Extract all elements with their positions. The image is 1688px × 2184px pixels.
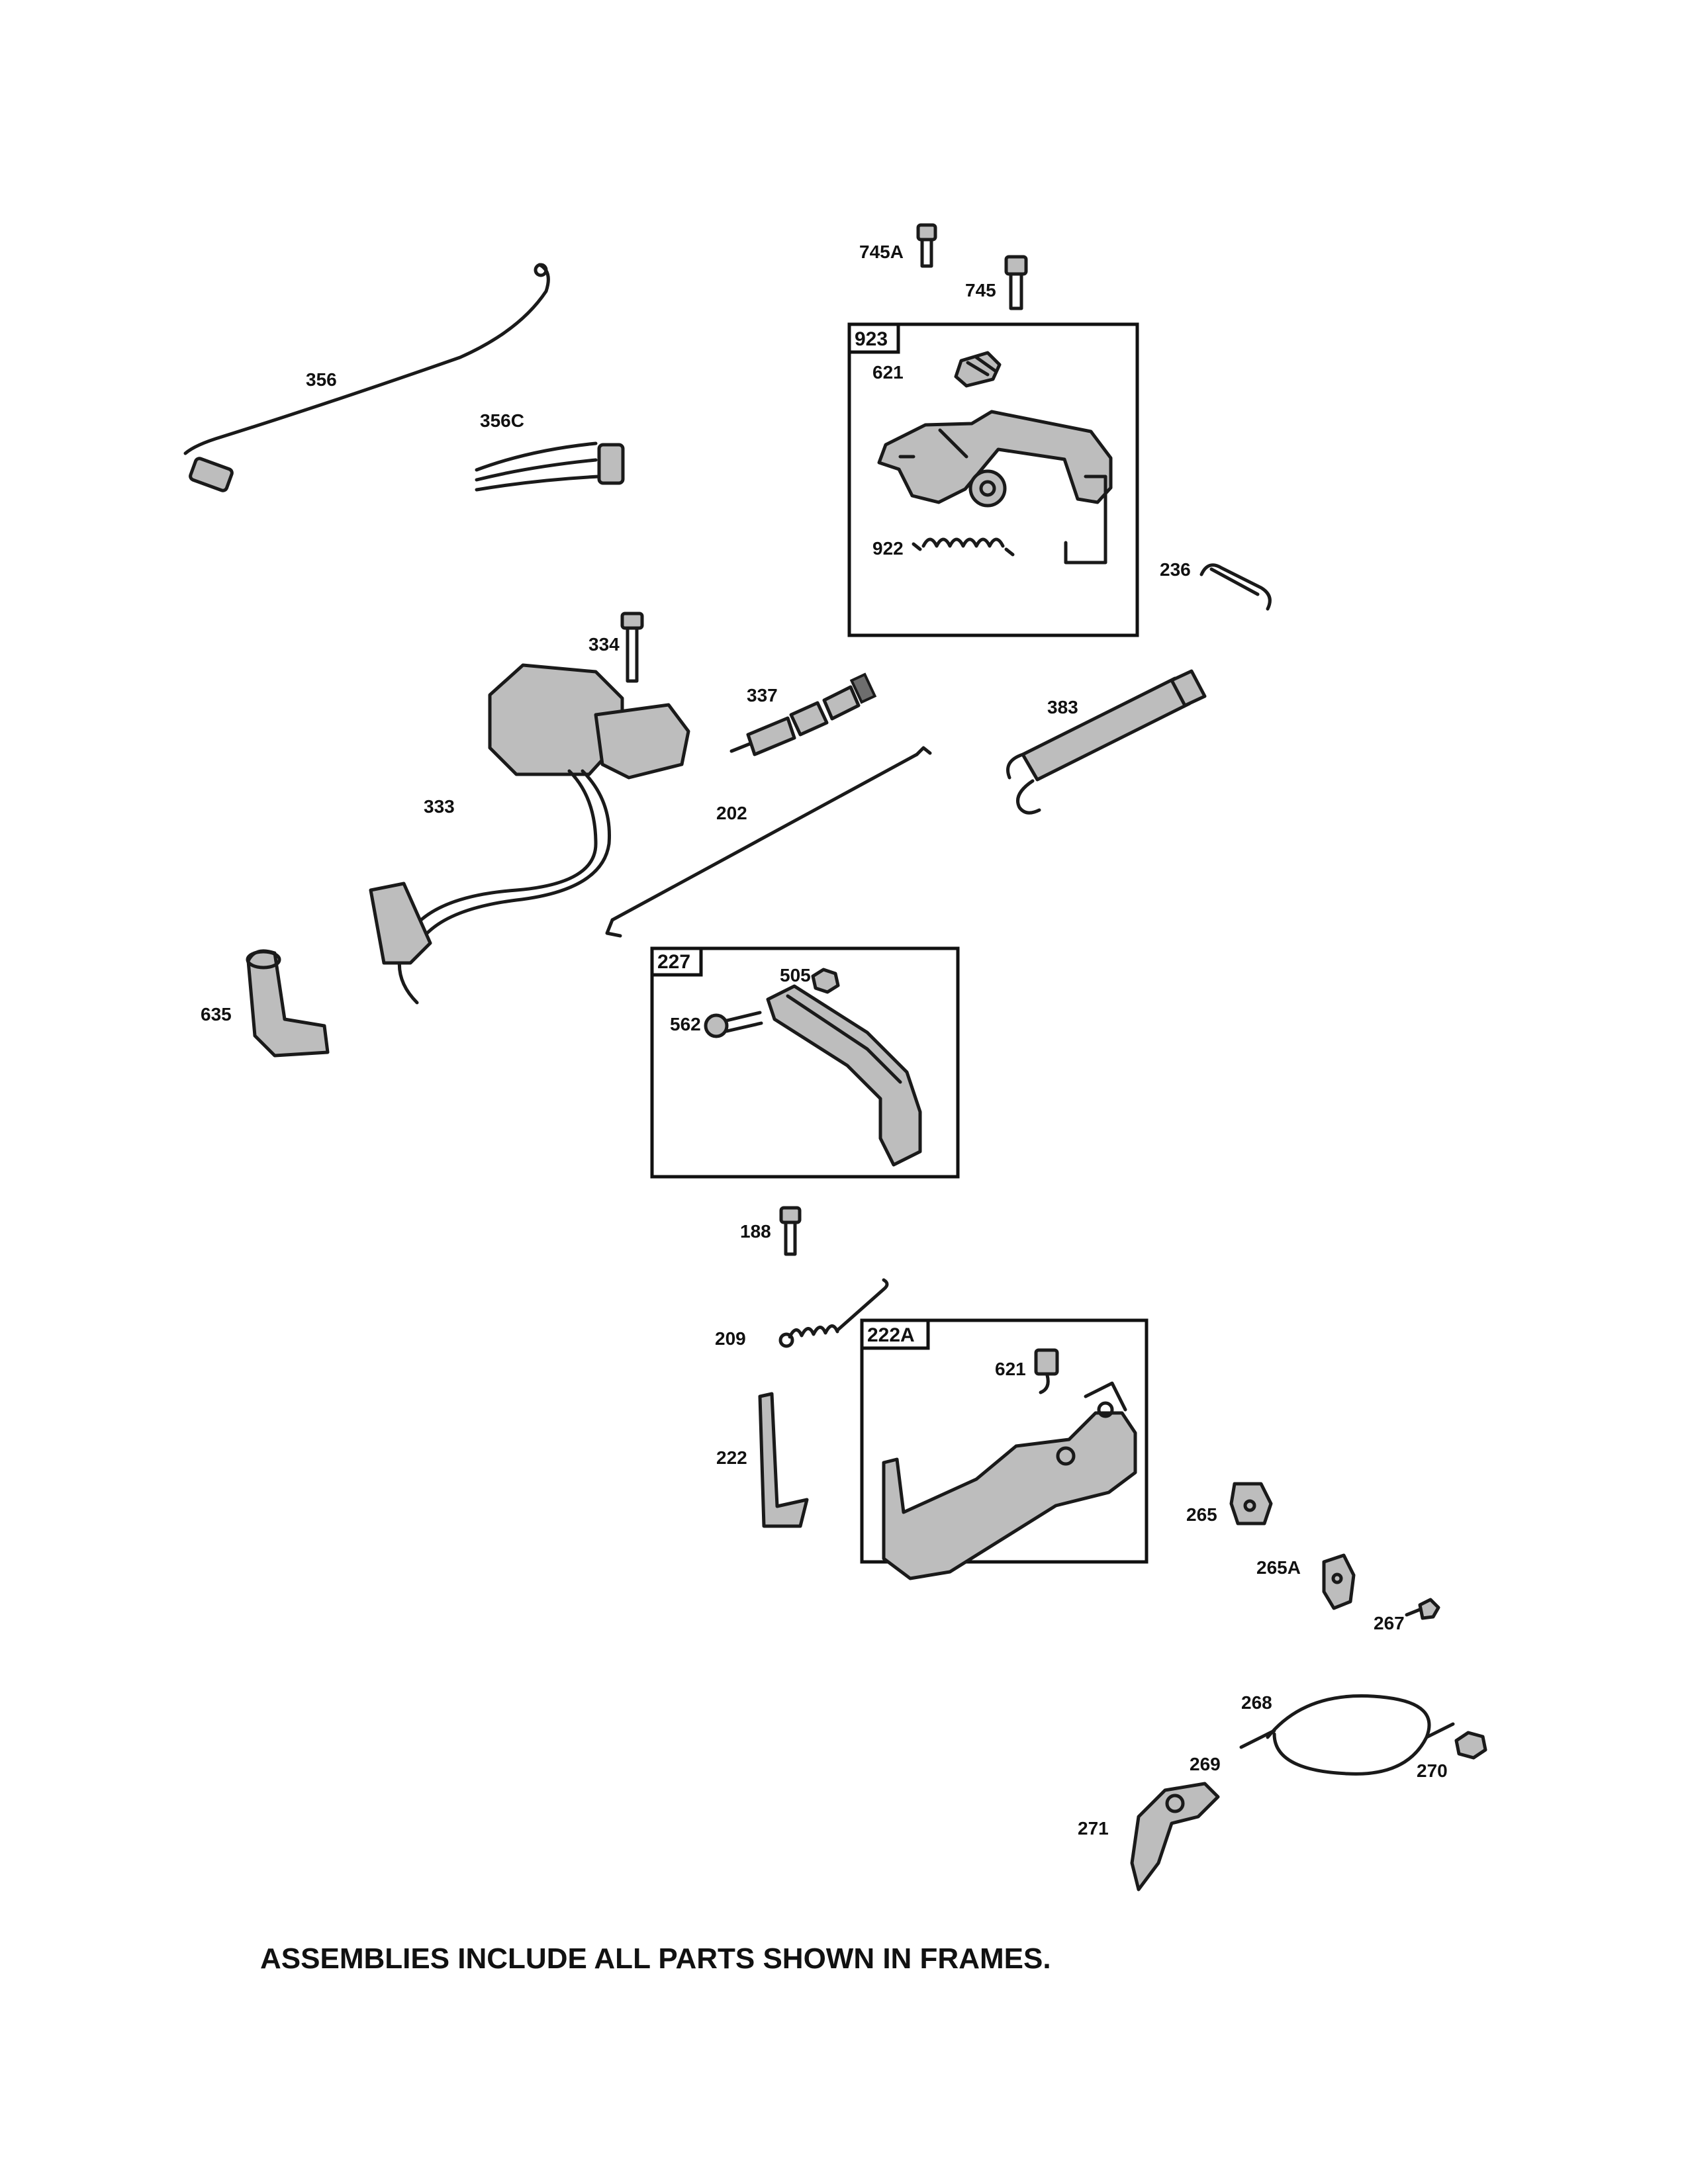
callout-621-upper: 621: [872, 362, 904, 383]
spring-209-illustration: [778, 1278, 889, 1348]
callout-356C: 356C: [480, 410, 524, 431]
frame-923: 923: [847, 322, 1139, 637]
frame-label-227: 227: [657, 951, 690, 973]
bolt-562-illustration: [704, 1011, 763, 1038]
callout-745A: 745A: [859, 242, 904, 262]
wire-356-illustration: [183, 263, 550, 492]
frame-label-923: 923: [855, 328, 888, 350]
wire-269-illustration: [1239, 1729, 1276, 1749]
callout-209: 209: [715, 1328, 746, 1349]
callout-337: 337: [747, 685, 778, 705]
cable-268-illustration: [1266, 1694, 1455, 1776]
callout-505: 505: [780, 965, 811, 985]
callout-267: 267: [1374, 1613, 1405, 1633]
screw-188-illustration: [779, 1206, 802, 1256]
callout-333: 333: [424, 796, 455, 817]
clip-621-lower-illustration: [1034, 1348, 1059, 1394]
callout-236: 236: [1160, 559, 1191, 580]
lever-271-illustration: [1130, 1782, 1220, 1891]
callout-745: 745: [965, 280, 996, 300]
callout-188: 188: [740, 1221, 771, 1242]
lever-227-illustration: [766, 984, 922, 1167]
tool-383-illustration: [1006, 669, 1207, 815]
nut-270-illustration: [1454, 1731, 1487, 1760]
callout-268: 268: [1241, 1692, 1272, 1713]
callout-621-lower: 621: [995, 1359, 1026, 1379]
callout-334: 334: [588, 634, 620, 655]
screw-267-illustration: [1405, 1598, 1440, 1620]
spark-plug-337-illustration: [729, 672, 877, 756]
armature-333-illustration: [369, 663, 690, 1005]
control-bracket-923-illustration: [877, 410, 1113, 565]
frame-222A: 222A: [860, 1318, 1149, 1564]
bracket-222-illustration: [758, 1392, 809, 1528]
screw-745-illustration: [1004, 255, 1028, 310]
wire-356C-illustration: [475, 441, 625, 492]
callout-562: 562: [670, 1014, 701, 1034]
callout-202: 202: [716, 803, 747, 823]
callout-271: 271: [1078, 1818, 1109, 1839]
callout-222: 222: [716, 1447, 747, 1468]
plate-265A-illustration: [1322, 1553, 1356, 1610]
callout-635: 635: [201, 1004, 232, 1024]
callout-922: 922: [872, 538, 904, 559]
callout-356: 356: [306, 369, 337, 390]
screw-334-illustration: [620, 612, 644, 683]
clip-621-top-illustration: [954, 351, 1002, 388]
boot-635-illustration: [246, 949, 330, 1058]
spring-922-illustration: [912, 537, 1015, 557]
plate-265-illustration: [1229, 1482, 1273, 1525]
frame-227: 227: [650, 946, 960, 1179]
callout-265: 265: [1186, 1504, 1217, 1525]
screw-745A-illustration: [916, 223, 937, 268]
callout-270: 270: [1417, 1760, 1448, 1781]
callout-269: 269: [1190, 1754, 1221, 1774]
link-236-illustration: [1199, 563, 1272, 611]
nut-505-illustration: [811, 968, 840, 994]
control-bracket-222A-illustration: [882, 1381, 1137, 1580]
callout-383: 383: [1047, 697, 1078, 717]
callout-265A: 265A: [1256, 1557, 1301, 1578]
link-202-illustration: [605, 746, 932, 938]
frame-label-222A: 222A: [867, 1324, 915, 1346]
assemblies-note: ASSEMBLIES INCLUDE ALL PARTS SHOWN IN FR…: [260, 1942, 1051, 1975]
